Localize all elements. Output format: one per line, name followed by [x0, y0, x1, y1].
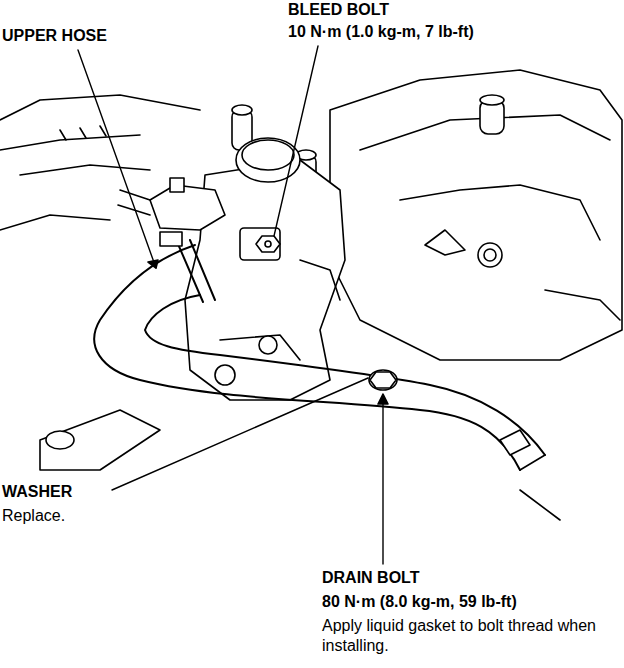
wire	[520, 490, 560, 520]
stud	[232, 105, 252, 115]
leader-line	[112, 378, 368, 490]
leader-line	[78, 50, 156, 268]
boss	[240, 228, 280, 260]
leader-line	[382, 396, 383, 564]
engine-outline	[0, 95, 200, 120]
cylinder-head	[400, 185, 600, 240]
cylinder-head	[330, 70, 622, 360]
engine-rib	[60, 126, 106, 140]
washer	[369, 370, 397, 390]
upper-hose	[145, 295, 545, 455]
arrowhead	[148, 260, 158, 268]
bolt-head	[259, 336, 277, 354]
plug	[46, 431, 74, 449]
logo-mark	[425, 230, 465, 255]
part-name: UPPER HOSE	[2, 26, 107, 46]
engine-outline	[20, 165, 150, 175]
bleed-bolt	[256, 236, 280, 252]
hose-end	[520, 455, 545, 470]
bolt-head	[484, 249, 496, 261]
stud	[480, 95, 504, 105]
engine-outline	[40, 410, 160, 470]
sensor-fitting	[150, 185, 225, 230]
part-name: BLEED BOLT	[288, 0, 389, 20]
leader-line	[274, 46, 318, 236]
housing-detail	[300, 260, 340, 300]
upper-hose	[94, 245, 520, 470]
torque-spec: 10 N·m (1.0 kg-m, 7 lb-ft)	[288, 22, 474, 42]
bleed-bolt	[265, 241, 271, 247]
hose-clip	[500, 430, 530, 455]
housing-cap	[236, 138, 300, 182]
part-name: DRAIN BOLT	[322, 568, 419, 588]
connector	[170, 178, 184, 192]
drain-bolt	[370, 372, 396, 388]
engine-outline	[0, 135, 140, 150]
arrowhead	[378, 394, 388, 404]
note: Apply liquid gasket to bolt thread when …	[322, 616, 618, 656]
bolt-head	[215, 365, 235, 385]
note: Replace.	[2, 506, 65, 526]
engine-outline	[0, 215, 110, 230]
torque-spec: 80 N·m (8.0 kg-m, 59 lb-ft)	[322, 592, 517, 612]
clamp-tab	[160, 232, 182, 246]
housing-cap	[242, 140, 294, 170]
cylinder-head	[545, 290, 620, 320]
part-name: WASHER	[2, 482, 72, 502]
hose-clamp	[178, 240, 215, 302]
wire	[118, 190, 150, 215]
bolt-head	[478, 243, 502, 267]
